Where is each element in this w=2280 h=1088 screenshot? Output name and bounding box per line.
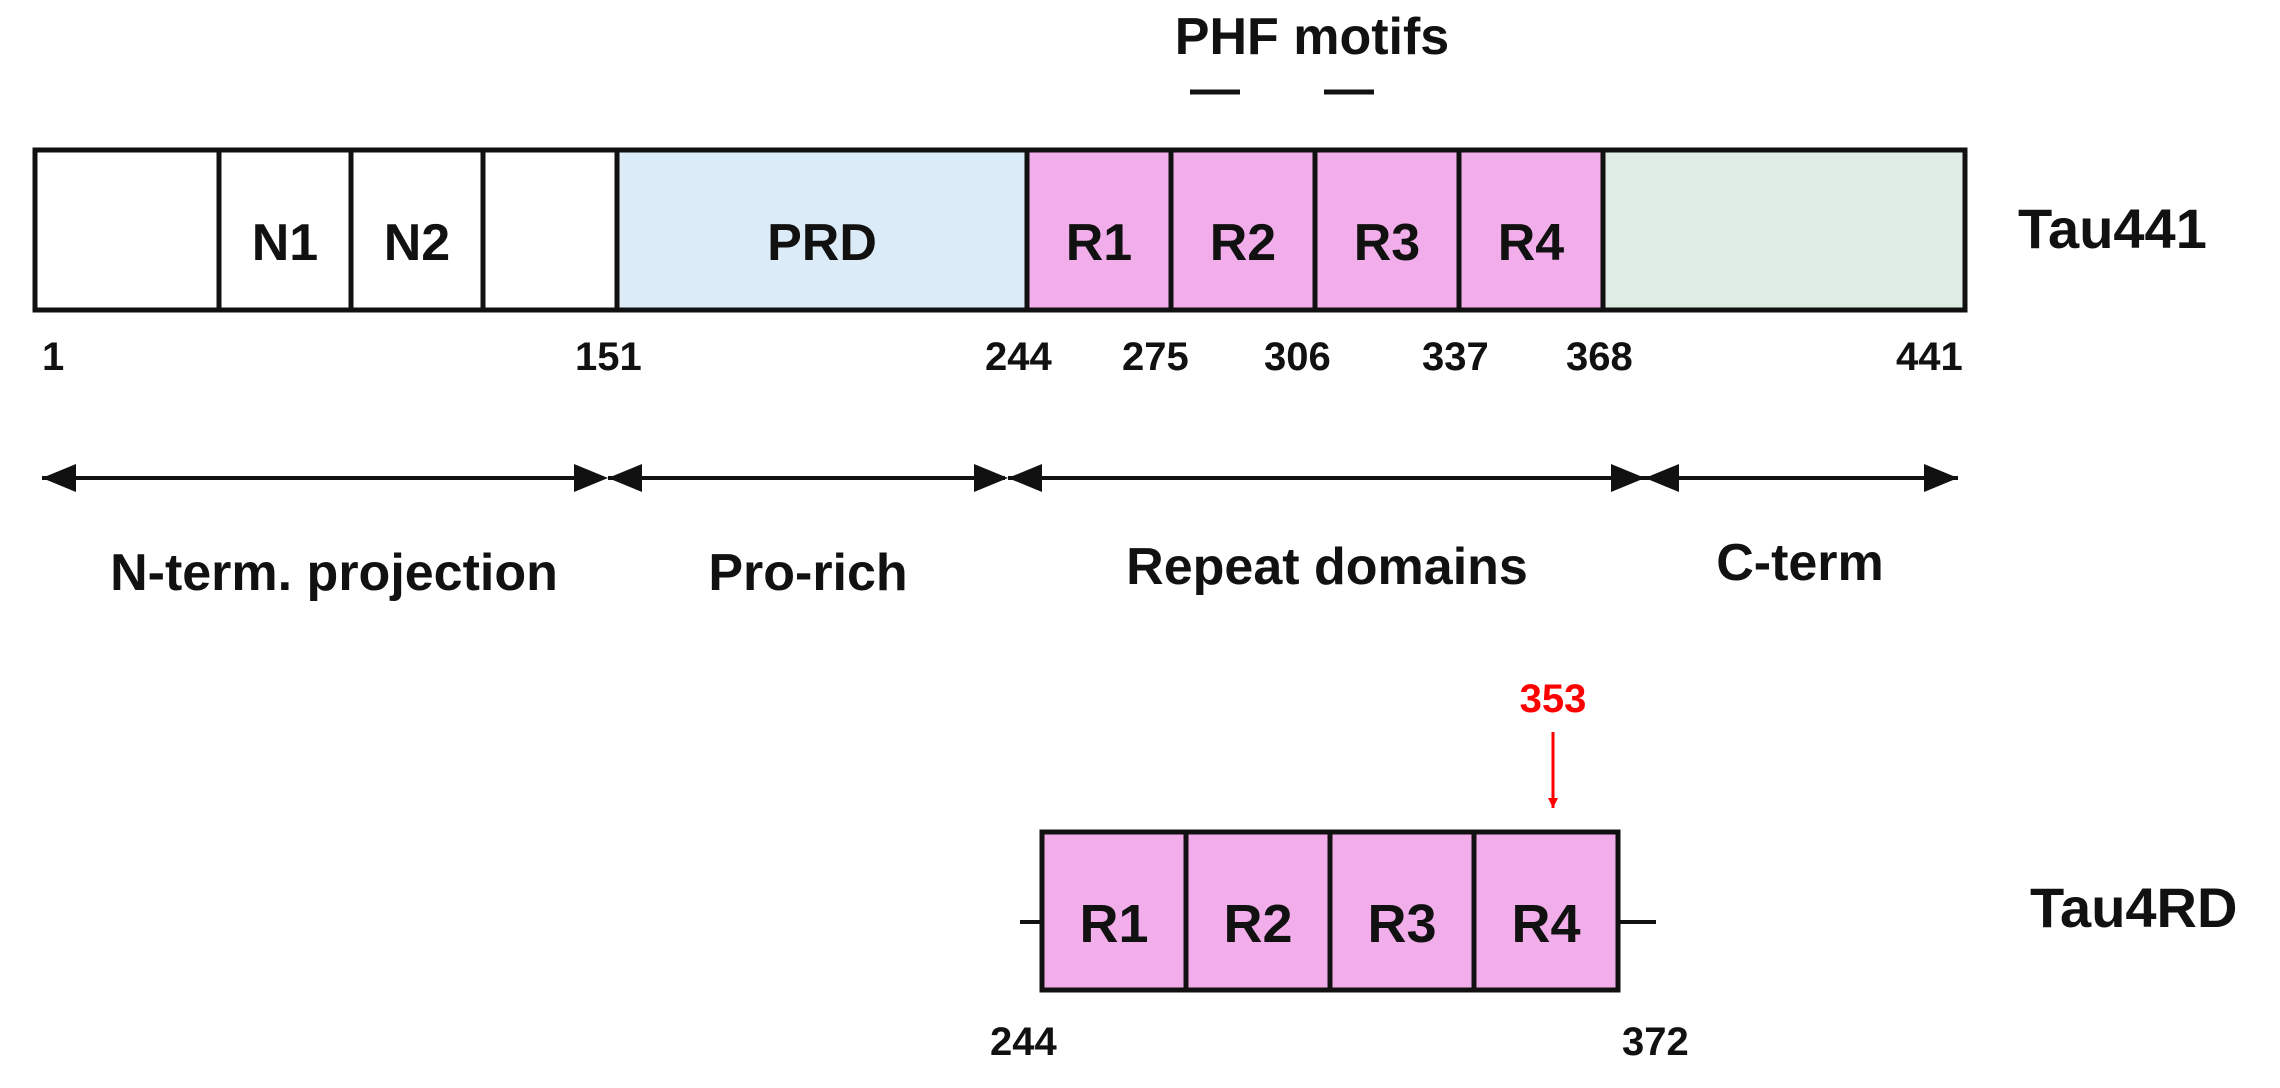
tau441-pos-368: 368 [1566, 335, 1633, 379]
region-arrows [42, 464, 1958, 492]
tau441-segment-10 [1600, 147, 1968, 313]
region-label-repeat-domains: Repeat domains [1126, 538, 1528, 596]
tau4rd-segment-label-r1: R1 [1079, 894, 1148, 954]
tau441-pos-275: 275 [1122, 335, 1189, 379]
tau4rd-segment-r3 [1327, 829, 1477, 993]
tau4rd-segment-r2 [1183, 829, 1333, 993]
tau4rd-segment-label-r3: R3 [1367, 894, 1436, 954]
tau441-segment-label-r3: R3 [1354, 214, 1420, 272]
tau441-pos-337: 337 [1422, 335, 1489, 379]
tau441-pos-244: 244 [985, 335, 1052, 379]
tau441-segment-r4 [1456, 147, 1606, 313]
tau4rd-segment-r4 [1471, 829, 1621, 993]
tau441-segment-label-r4: R4 [1498, 214, 1565, 272]
tau441-label: Tau441 [2018, 197, 2207, 260]
region-label-n-term: N-term. projection [110, 544, 558, 602]
tau441-segment-prd [614, 147, 1030, 313]
tau4rd-bar: R1 R2 R3 R4 [1039, 829, 1621, 993]
tau441-segment-label-prd: PRD [767, 214, 877, 272]
region-label-c-term: C-term [1716, 534, 1884, 592]
tau441-bar: N1 N2 PRD R1 R2 R3 R4 [32, 147, 1968, 313]
tau441-pos-1: 1 [42, 335, 64, 379]
tau441-segment-r1 [1024, 147, 1174, 313]
tau4rd-pos-end: 372 [1622, 1020, 1689, 1064]
tau441-segment-label-n1: N1 [252, 214, 318, 272]
tau4rd-segment-label-r4: R4 [1511, 894, 1580, 954]
tau4rd-pos-start: 244 [990, 1020, 1057, 1064]
mark-353-label: 353 [1520, 677, 1587, 721]
tau441-segment-r3 [1312, 147, 1462, 313]
tau441-pos-441: 441 [1896, 335, 1963, 379]
tau441-segment-4 [480, 147, 620, 313]
tau441-segment-1 [32, 147, 222, 313]
tau441-pos-151: 151 [575, 335, 642, 379]
tau441-segment-label-r2: R2 [1210, 214, 1276, 272]
tau441-segment-label-r1: R1 [1066, 214, 1132, 272]
tau441-segment-label-n2: N2 [384, 214, 450, 272]
tau4rd-label: Tau4RD [2030, 876, 2237, 939]
tau4rd-segment-label-r2: R2 [1223, 894, 1292, 954]
phf-motifs-label: PHF motifs [1175, 8, 1449, 66]
region-label-pro-rich: Pro-rich [708, 544, 907, 602]
tau441-pos-306: 306 [1264, 335, 1331, 379]
